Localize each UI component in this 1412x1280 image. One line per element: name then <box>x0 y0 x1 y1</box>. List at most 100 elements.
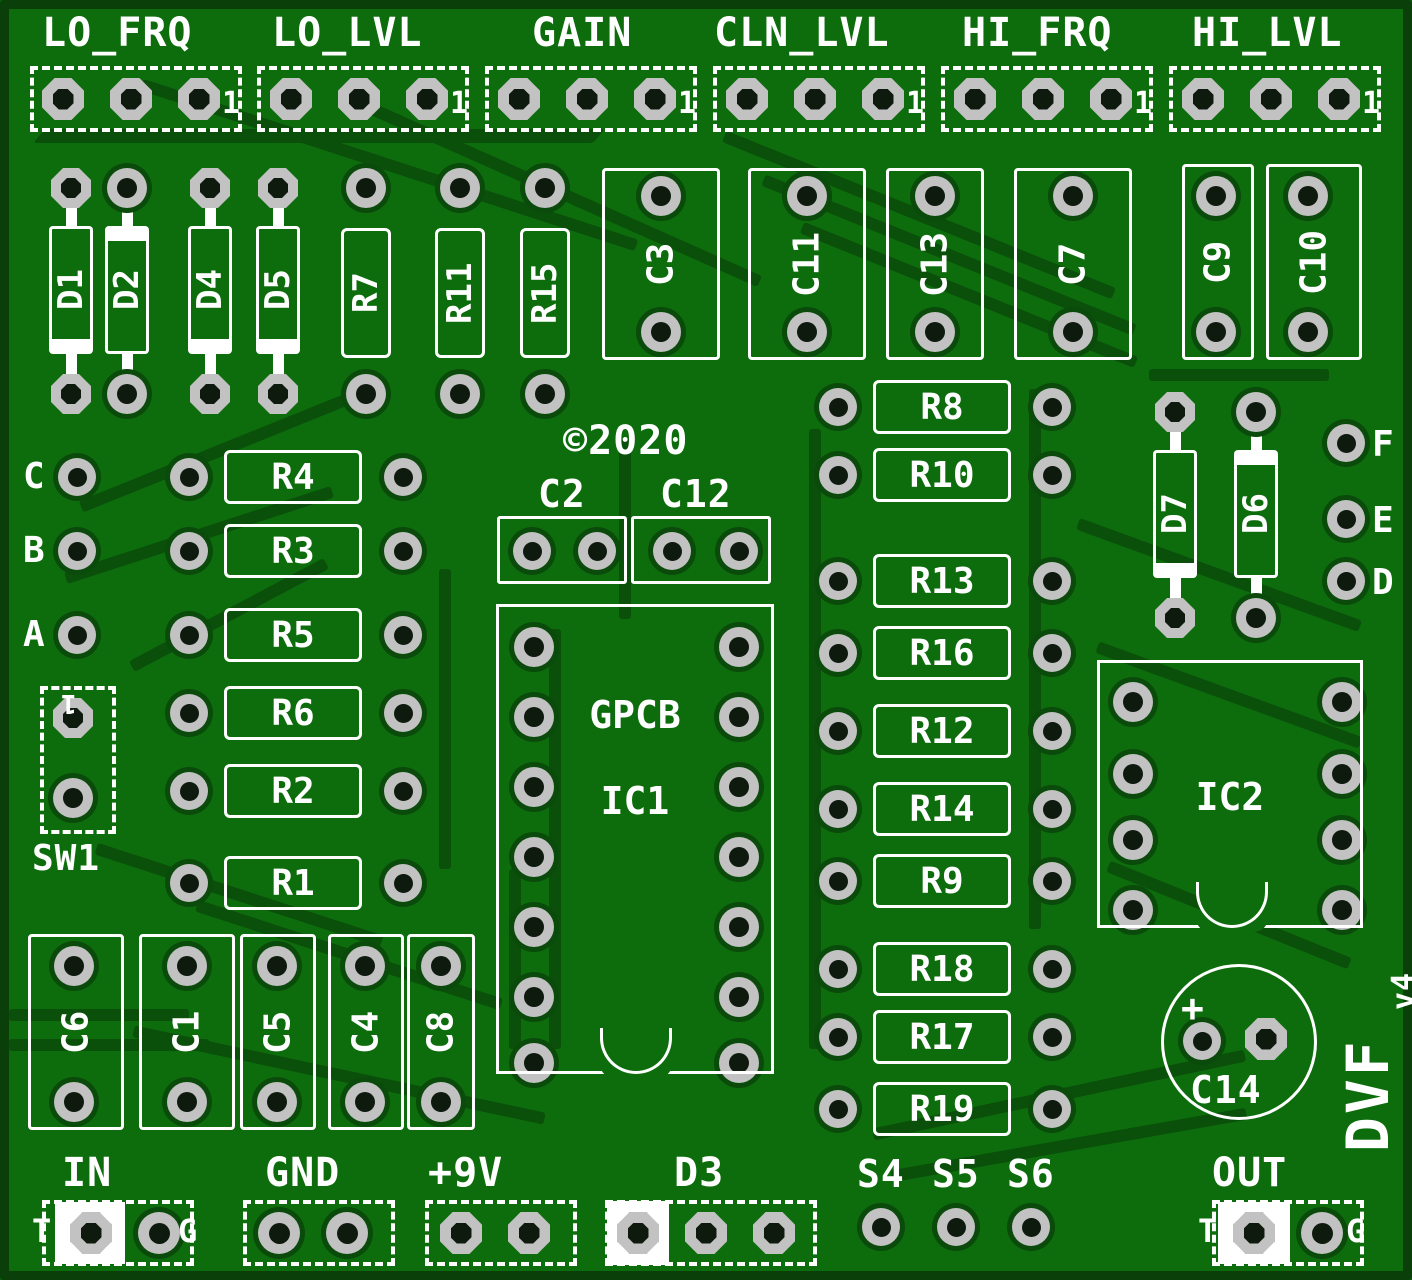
switch-outline-sw1[interactable] <box>40 686 116 834</box>
diode-pad[interactable] <box>1236 598 1276 638</box>
resistor-pad[interactable] <box>1033 790 1071 828</box>
connector-outline-9v[interactable] <box>425 1200 577 1266</box>
capacitor-pad[interactable] <box>54 1082 94 1122</box>
header-pad[interactable] <box>110 78 152 120</box>
resistor-pad[interactable] <box>819 562 857 600</box>
ic-pad[interactable] <box>1113 754 1153 794</box>
resistor-pad[interactable] <box>440 168 480 208</box>
resistor-pad[interactable] <box>525 168 565 208</box>
resistor-pad[interactable] <box>384 772 422 810</box>
ic-pad[interactable] <box>719 627 759 667</box>
header-pad[interactable] <box>566 78 608 120</box>
capacitor-pad[interactable] <box>513 532 551 570</box>
connector-pad-1[interactable] <box>617 1212 659 1254</box>
resistor-pad[interactable] <box>1033 456 1071 494</box>
header-pad[interactable] <box>270 78 312 120</box>
diode-pad[interactable] <box>190 374 230 414</box>
ic-pad[interactable] <box>514 907 554 947</box>
ic-pad[interactable] <box>1322 682 1362 722</box>
resistor-pad[interactable] <box>384 532 422 570</box>
edge-pad-d[interactable] <box>1327 562 1365 600</box>
resistor-pad[interactable] <box>819 634 857 672</box>
switch-pad-2[interactable] <box>53 778 93 818</box>
resistor-pad[interactable] <box>384 694 422 732</box>
ic-pad[interactable] <box>514 767 554 807</box>
capacitor-pad[interactable] <box>787 176 827 216</box>
header-pad[interactable] <box>1250 78 1292 120</box>
resistor-pad[interactable] <box>819 950 857 988</box>
diode-pad[interactable] <box>51 374 91 414</box>
resistor-pad[interactable] <box>1033 862 1071 900</box>
ic-pad[interactable] <box>719 837 759 877</box>
connector-pad-ground[interactable] <box>1301 1212 1343 1254</box>
ic-pad[interactable] <box>1113 890 1153 930</box>
ic-pad[interactable] <box>514 627 554 667</box>
resistor-pad[interactable] <box>819 862 857 900</box>
connector-outline-gnd[interactable] <box>243 1200 395 1266</box>
header-pad-1[interactable] <box>406 78 448 120</box>
capacitor-pad[interactable] <box>345 1082 385 1122</box>
capacitor-pad[interactable] <box>787 312 827 352</box>
edge-pad-b[interactable] <box>58 532 96 570</box>
capacitor-pad[interactable] <box>1053 312 1093 352</box>
resistor-pad[interactable] <box>1033 562 1071 600</box>
resistor-pad[interactable] <box>1033 712 1071 750</box>
connector-outline-out[interactable] <box>1212 1200 1364 1266</box>
solder-pad-s5[interactable] <box>937 1208 975 1246</box>
ic-pad[interactable] <box>1113 682 1153 722</box>
ic-pad[interactable] <box>1322 890 1362 930</box>
header-pad[interactable] <box>794 78 836 120</box>
header-pad-1[interactable] <box>1090 78 1132 120</box>
diode-pad[interactable] <box>51 168 91 208</box>
connector-outline-in[interactable] <box>42 1200 194 1266</box>
capacitor-pad[interactable] <box>167 946 207 986</box>
ic-pad[interactable] <box>719 977 759 1017</box>
capacitor-pad[interactable] <box>720 532 758 570</box>
resistor-pad[interactable] <box>170 694 208 732</box>
capacitor-pad[interactable] <box>1196 176 1236 216</box>
solder-pad-s6[interactable] <box>1012 1208 1050 1246</box>
capacitor-pad[interactable] <box>641 312 681 352</box>
resistor-pad[interactable] <box>170 772 208 810</box>
ic-pad[interactable] <box>514 697 554 737</box>
resistor-pad[interactable] <box>819 456 857 494</box>
header-outline-lo-frq[interactable] <box>30 66 242 132</box>
header-pad-1[interactable] <box>178 78 220 120</box>
resistor-pad[interactable] <box>440 374 480 414</box>
resistor-pad[interactable] <box>819 1018 857 1056</box>
capacitor-pad[interactable] <box>915 176 955 216</box>
diode-pad[interactable] <box>258 168 298 208</box>
resistor-pad[interactable] <box>819 790 857 828</box>
capacitor-pad[interactable] <box>1288 176 1328 216</box>
resistor-pad[interactable] <box>170 532 208 570</box>
header-outline-gain[interactable] <box>485 66 697 132</box>
capacitor-pad[interactable] <box>257 1082 297 1122</box>
capacitor-pad[interactable] <box>257 946 297 986</box>
resistor-pad[interactable] <box>170 864 208 902</box>
connector-pad-ground[interactable] <box>138 1212 180 1254</box>
capacitor-pad[interactable] <box>421 946 461 986</box>
resistor-pad[interactable] <box>384 616 422 654</box>
edge-pad-e[interactable] <box>1327 500 1365 538</box>
capacitor-pad[interactable] <box>915 312 955 352</box>
connector-pad-tip[interactable] <box>70 1212 112 1254</box>
diode-pad[interactable] <box>107 374 147 414</box>
connector-pad[interactable] <box>508 1212 550 1254</box>
header-pad[interactable] <box>498 78 540 120</box>
header-pad[interactable] <box>1022 78 1064 120</box>
resistor-pad[interactable] <box>346 374 386 414</box>
ic-pad[interactable] <box>1322 754 1362 794</box>
edge-pad-f[interactable] <box>1327 424 1365 462</box>
resistor-pad[interactable] <box>170 616 208 654</box>
connector-pad[interactable] <box>440 1212 482 1254</box>
connector-pad[interactable] <box>326 1212 368 1254</box>
ic-pad[interactable] <box>1113 820 1153 860</box>
edge-pad-c[interactable] <box>58 458 96 496</box>
resistor-pad[interactable] <box>1033 388 1071 426</box>
diode-pad[interactable] <box>1155 392 1195 432</box>
resistor-pad[interactable] <box>1033 634 1071 672</box>
diode-pad[interactable] <box>1236 392 1276 432</box>
capacitor-pad[interactable] <box>653 532 691 570</box>
header-outline-hi-frq[interactable] <box>941 66 1153 132</box>
connector-pad[interactable] <box>685 1212 727 1254</box>
